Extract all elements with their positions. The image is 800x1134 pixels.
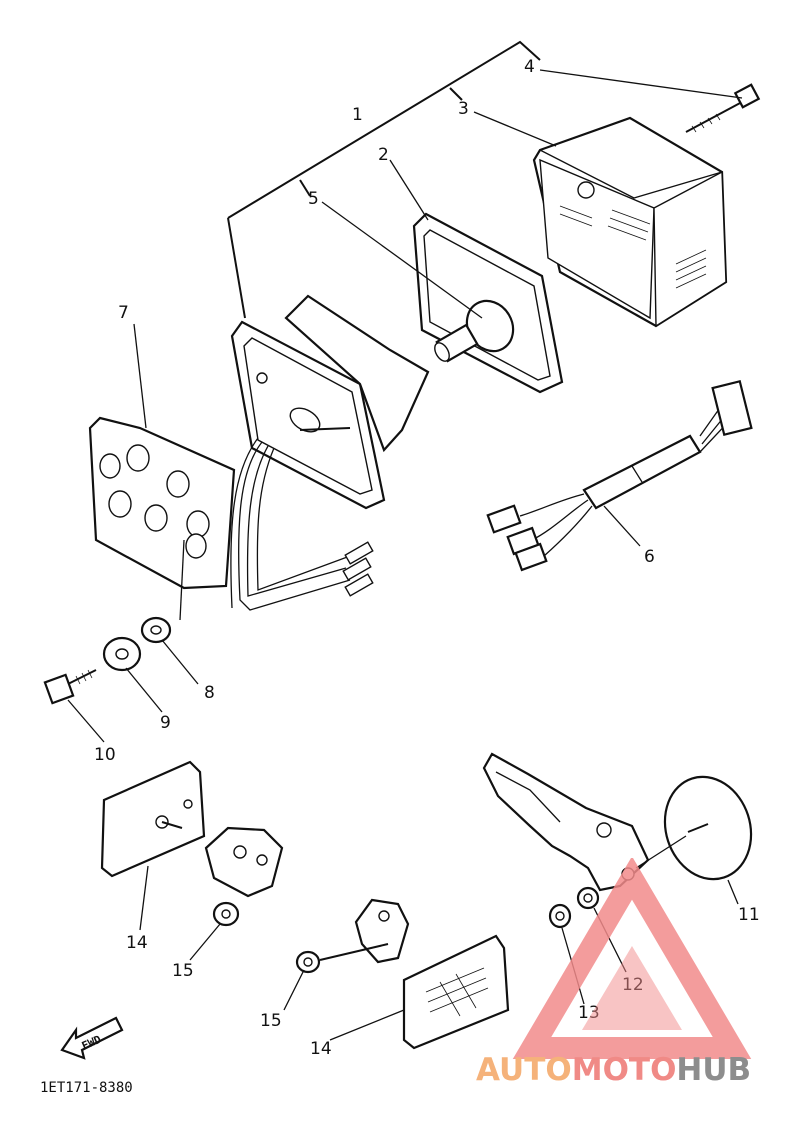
watermark-triangle-logo [512,858,752,1059]
callout-14-center: 14 [310,1039,332,1059]
watermark-word-hub: HUB [676,1052,751,1088]
part-base-wiring [230,437,374,611]
callout-9: 9 [160,713,171,733]
part-screw [685,83,761,133]
callout-1: 1 [352,105,363,125]
part-wire-harness [486,379,753,572]
part-bracket-center [319,898,410,964]
watermark-text: AUTOMOTOHUB [476,1052,751,1088]
callout-2: 2 [378,145,389,165]
callout-10: 10 [94,745,116,765]
part-base-assembly [230,294,430,510]
callout-3: 3 [458,99,469,119]
callout-5: 5 [308,189,319,209]
automotohub-watermark: AUTOMOTOHUB [476,858,752,1088]
watermark-word-moto: MOTO [572,1052,677,1088]
watermark-word-auto: AUTO [476,1052,572,1088]
callout-6: 6 [644,547,655,567]
part-lens-housing [532,116,728,328]
part-nut-13 [548,903,572,929]
drawing-code: 1ET171-8380 [40,1080,133,1096]
part-bolt-10 [43,669,97,705]
assembly-bracket-lines [227,40,541,319]
callout-14-left: 14 [126,933,148,953]
bullet-connectors [342,541,374,597]
part-nut-center [295,950,321,974]
part-bracket-left [204,826,284,898]
callout-11: 11 [738,905,760,925]
part-reflector-left [100,760,206,878]
callout-15-center: 15 [260,1011,282,1031]
part-mounting-plate [88,416,236,590]
part-washer-8 [140,616,172,644]
callout-8: 8 [204,683,215,703]
part-washer-12 [576,886,600,910]
callout-15-left: 15 [172,961,194,981]
part-reflector-center [402,934,510,1050]
part-bulb [434,299,515,363]
callout-7: 7 [118,303,129,323]
leader-lines [67,69,743,1041]
callout-4: 4 [524,57,535,77]
part-reflector-round [635,775,753,881]
part-washer-9 [102,636,142,672]
fwd-arrow: FWD [60,1016,124,1060]
part-nut-left [212,901,240,927]
